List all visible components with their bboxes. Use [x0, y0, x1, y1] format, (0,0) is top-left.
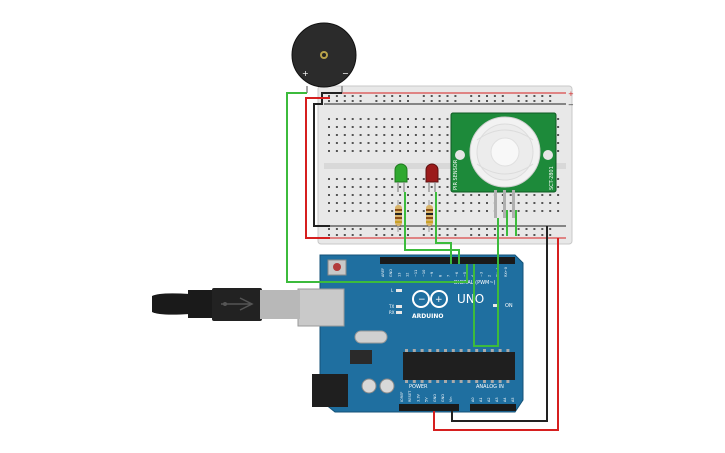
rail-plus-label: + — [568, 90, 574, 98]
digital-pin-label-2: 13 — [397, 273, 401, 277]
rail-minus-label: − — [568, 101, 574, 109]
pir-label-left: PIR SENSOR — [453, 159, 459, 190]
digital-pin-label-10: ~5 — [463, 272, 467, 277]
resistor-red-led — [426, 200, 433, 232]
analog-pin-label-3: A3 — [495, 397, 499, 402]
resistor-green-led — [395, 200, 402, 232]
power-pin-label-2: 3.3V — [416, 393, 420, 402]
digital-pin-label-5: ~10 — [422, 270, 426, 277]
analog-pin-label-2: A2 — [487, 397, 491, 402]
svg-text:−: − — [418, 295, 426, 305]
digital-pin-label-15: RX←0 — [504, 267, 508, 277]
power-pin-label-0: IOREF — [400, 392, 404, 402]
digital-pin-label-13: 2 — [488, 275, 492, 277]
buzzer-minus-label: − — [342, 69, 349, 78]
analog-header — [470, 404, 516, 411]
power-pin-label-1: RESET — [408, 390, 412, 402]
digital-pin-label-9: ~6 — [455, 272, 459, 277]
wire-gnd-arduino — [451, 226, 548, 422]
analog-label: ANALOG IN — [476, 384, 504, 390]
digital-pin-label-7: 8 — [438, 275, 442, 277]
wire-power-rail-left — [305, 97, 330, 239]
digital-header — [380, 257, 515, 264]
wire-buzzer-gnd — [313, 92, 342, 227]
wire-5v-arduino — [433, 238, 559, 431]
power-pin-label-4: GND — [433, 394, 437, 402]
green-led — [394, 163, 408, 192]
svg-text:+: + — [435, 295, 443, 305]
digital-pin-label-4: ~11 — [414, 270, 418, 277]
digital-pin-label-1: GND — [389, 269, 393, 277]
usb-cable — [152, 288, 300, 321]
on-label: ON — [505, 303, 513, 309]
arduino-model: UNO — [457, 292, 484, 306]
digital-pin-label-3: 12 — [406, 273, 410, 277]
power-pin-label-6: Vin — [449, 396, 453, 402]
l-label: L — [391, 288, 394, 293]
digital-pin-label-8: 7 — [447, 275, 451, 277]
power-header — [399, 404, 459, 411]
digital-pin-label-12: ~3 — [479, 272, 483, 277]
buzzer-plus-label: + — [302, 69, 309, 78]
piezo-buzzer: + − — [291, 22, 357, 93]
digital-pin-label-6: ~9 — [430, 272, 434, 277]
digital-pin-label-0: AREF — [381, 268, 385, 277]
analog-pin-label-1: A1 — [479, 397, 483, 402]
pir-label-right: SCT-2801 — [549, 166, 555, 190]
tx-label: TX — [388, 304, 394, 309]
arduino-brand: ARDUINO — [412, 313, 443, 320]
arduino-uno-board: − + UNO ARDUINO DIGITAL (PWM~) POWER ANA… — [297, 254, 524, 413]
power-label: POWER — [409, 384, 428, 390]
wire-red-led — [435, 192, 452, 264]
pir-sensor: PIR SENSOR SCT-2801 — [450, 112, 557, 218]
wire-pir-signal — [473, 218, 499, 347]
arduino-logo: − + — [412, 290, 448, 308]
power-pin-label-5: GND — [441, 394, 445, 402]
rx-label: RX — [389, 310, 395, 315]
analog-pin-label-4: A4 — [503, 397, 507, 402]
red-led — [425, 163, 439, 192]
wire-green-led — [404, 192, 460, 264]
analog-pin-label-0: A0 — [471, 397, 475, 402]
power-pin-label-3: 5V — [425, 397, 429, 402]
analog-pin-label-5: A5 — [511, 397, 515, 402]
wire-buzzer-to-pin — [286, 92, 468, 283]
